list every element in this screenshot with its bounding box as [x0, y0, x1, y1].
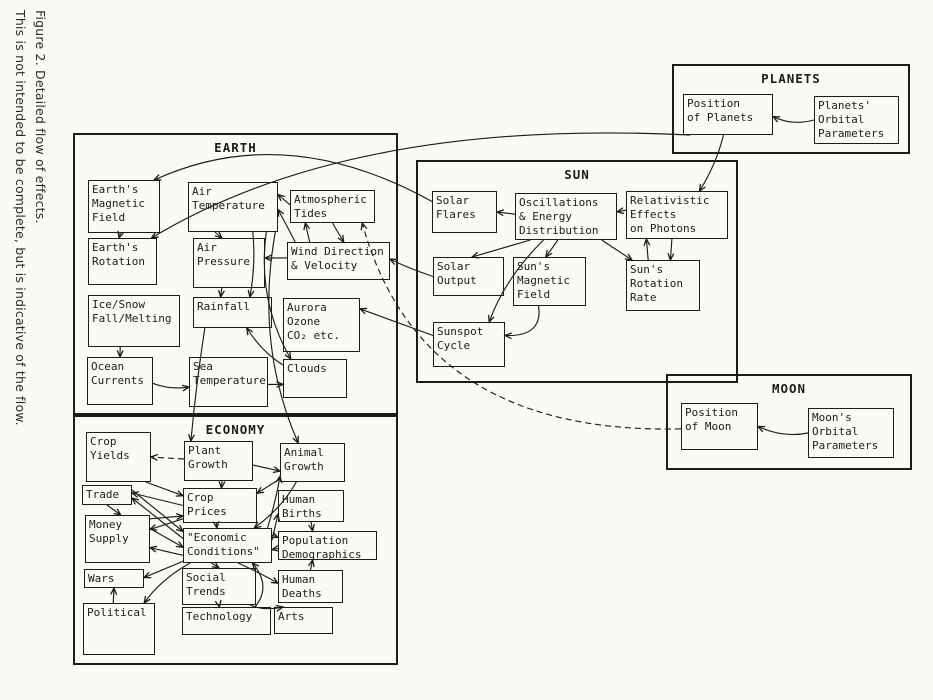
node-posmoon: Position of Moon — [681, 403, 758, 450]
group-planets: PLANETS — [672, 64, 910, 154]
node-solarflares: Solar Flares — [432, 191, 497, 233]
node-tides: Atmospheric Tides — [290, 190, 375, 223]
group-label-planets: PLANETS — [761, 71, 821, 86]
node-arts: Arts — [274, 607, 333, 634]
node-rotation: Earth's Rotation — [88, 238, 157, 285]
group-label-earth: EARTH — [214, 140, 257, 155]
node-animalgrowth: Animal Growth — [280, 443, 345, 482]
group-label-economy: ECONOMY — [205, 422, 266, 437]
node-trade: Trade — [82, 485, 132, 505]
node-popdemo: Population Demographics — [278, 531, 377, 561]
node-moonsorb: Moon's Orbital Parameters — [808, 408, 894, 458]
group-label-moon: MOON — [771, 381, 807, 396]
node-wars: Wars — [84, 569, 144, 588]
node-ocean: Ocean Currents — [87, 357, 153, 405]
node-moneysupply: Money Supply — [85, 515, 150, 563]
node-airpress: Air Pressure — [193, 238, 265, 288]
node-cropyields: Crop Yields — [86, 432, 151, 482]
node-wind: Wind Direction & Velocity — [287, 242, 390, 280]
node-relativ: Relativistic Effects on Photons — [626, 191, 728, 239]
node-plantgrowth: Plant Growth — [184, 441, 253, 481]
node-humandeaths: Human Deaths — [278, 570, 343, 603]
caption-line-1: Figure 2. Detailed flow of effects. — [33, 10, 48, 224]
node-posplanets: Position of Planets — [683, 94, 773, 135]
node-clouds: Clouds — [283, 359, 347, 398]
node-sunrot: Sun's Rotation Rate — [626, 260, 700, 311]
figure-caption: Figure 2. Detailed flow of effects. This… — [8, 10, 48, 426]
node-sunspot: Sunspot Cycle — [433, 322, 505, 367]
node-solarout: Solar Output — [433, 257, 504, 296]
node-econ: "Economic Conditions" — [183, 528, 272, 563]
node-planetsorb: Planets' Orbital Parameters — [814, 96, 899, 144]
node-sunmag: Sun's Magnetic Field — [513, 257, 586, 306]
node-osc: Oscillations & Energy Distribution — [515, 193, 617, 240]
node-cropprices: Crop Prices — [183, 488, 257, 523]
node-political: Political — [83, 603, 155, 655]
caption-line-2: This is not intended to be complete, but… — [13, 10, 28, 426]
group-label-sun: SUN — [564, 167, 590, 182]
node-emf: Earth's Magnetic Field — [88, 180, 160, 233]
node-rainfall: Rainfall — [193, 297, 272, 328]
node-icesnow: Ice/Snow Fall/Melting — [88, 295, 180, 347]
group-economy: ECONOMY — [73, 415, 398, 665]
node-humanbirths: Human Births — [278, 490, 344, 522]
node-socialtrends: Social Trends — [182, 568, 256, 605]
node-seatemp: Sea Temperature — [189, 357, 268, 407]
node-airtemp: Air Temperature — [188, 182, 278, 232]
node-technology: Technology — [182, 607, 271, 635]
node-aurora: Aurora Ozone CO₂ etc. — [283, 298, 360, 352]
